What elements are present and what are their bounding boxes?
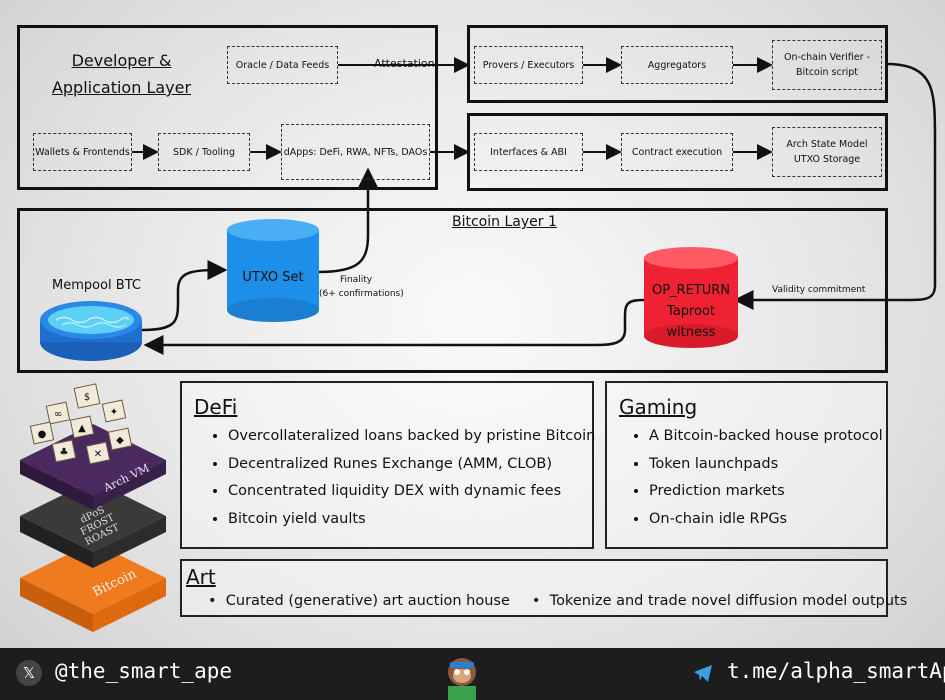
oracle-node: Oracle / Data Feeds — [227, 46, 338, 84]
defi-item: Concentrated liquidity DEX with dynamic … — [228, 478, 592, 506]
defi-item: Bitcoin yield vaults — [228, 506, 592, 534]
wallets-node: Wallets & Frontends — [33, 133, 132, 171]
svg-text:♣: ♣ — [60, 447, 69, 458]
contract-node: Contract execution — [621, 133, 733, 171]
bitcoin-layer-title: Bitcoin Layer 1 — [452, 214, 557, 230]
op-return-line2: Taproot — [666, 304, 716, 319]
x-logo-icon[interactable]: 𝕏 — [16, 660, 42, 686]
svg-text:✕: ✕ — [94, 449, 102, 460]
footer-bar: 𝕏 @the_smart_ape t.me/alpha_smartApe — [0, 648, 945, 700]
gaming-title: Gaming — [619, 395, 698, 419]
defi-panel: DeFi Overcollateralized loans backed by … — [180, 381, 595, 549]
validity-commitment-label: Validity commitment — [772, 285, 866, 295]
telegram-link[interactable]: t.me/alpha_smartApe — [727, 659, 945, 683]
svg-text:✦: ✦ — [110, 407, 118, 418]
execution-pipeline-box — [467, 113, 888, 191]
finality-sublabel: (6+ confirmations) — [319, 289, 404, 299]
gaming-item: Token launchpads — [649, 451, 886, 479]
gaming-panel: Gaming A Bitcoin-backed house protocol T… — [605, 381, 888, 549]
defi-item: Decentralized Runes Exchange (AMM, CLOB) — [228, 451, 592, 479]
dev-layer-box — [17, 25, 438, 190]
provers-node: Provers / Executors — [474, 46, 583, 84]
op-return-line3: witness — [666, 325, 716, 340]
gaming-item: On-chain idle RPGs — [649, 506, 886, 534]
art-bullet: • — [531, 593, 550, 609]
defi-item: Overcollateralized loans backed by prist… — [228, 423, 595, 451]
verifier-line1: On-chain Verifier - — [783, 52, 870, 63]
svg-text:●: ● — [38, 429, 47, 440]
gaming-item: A Bitcoin-backed house protocol — [649, 423, 886, 451]
verifier-line2: Bitcoin script — [795, 67, 859, 78]
verification-pipeline-box — [467, 25, 888, 103]
utxo-set-cylinder — [227, 219, 319, 322]
op-return-label: OP_RETURN Taproot witness — [643, 280, 739, 343]
svg-text:▲: ▲ — [78, 423, 86, 434]
dev-layer-title: Developer & Application Layer — [51, 51, 192, 97]
twitter-handle[interactable]: @the_smart_ape — [55, 659, 233, 683]
defi-title: DeFi — [194, 395, 238, 419]
op-return-line1: OP_RETURN — [651, 283, 731, 298]
defi-list: Overcollateralized loans backed by prist… — [194, 423, 595, 534]
dapps-node: dApps: DeFi, RWA, NFTs, DAOs — [281, 124, 430, 180]
verifier-node: On-chain Verifier - Bitcoin script — [772, 40, 882, 90]
finality-label: Finality — [340, 275, 373, 285]
utxo-set-label: UTXO Set — [242, 270, 304, 285]
state-line1: Arch State Model — [786, 139, 868, 150]
svg-text:$: $ — [84, 392, 90, 403]
mempool-pool-icon — [40, 301, 142, 361]
svg-text:∞: ∞ — [54, 409, 62, 420]
art-bullet: • — [208, 593, 226, 609]
aggregators-node: Aggregators — [621, 46, 733, 84]
gaming-item: Prediction markets — [649, 478, 886, 506]
interfaces-node: Interfaces & ABI — [474, 133, 583, 171]
op-return-cylinder — [644, 247, 738, 348]
art-item: Curated (generative) art auction house — [225, 593, 510, 609]
mempool-label: Mempool BTC — [52, 278, 141, 293]
bitcoin-layer-box — [17, 208, 888, 373]
art-item: Tokenize and trade novel diffusion model… — [549, 593, 908, 609]
state-node: Arch State Model UTXO Storage — [772, 127, 882, 177]
art-title: Art — [186, 565, 216, 589]
state-line2: UTXO Storage — [793, 154, 861, 165]
sdk-node: SDK / Tooling — [158, 133, 250, 171]
ape-mascot-icon — [448, 658, 476, 700]
art-list: • Curated (generative) art auction house… — [186, 590, 907, 612]
svg-text:◆: ◆ — [116, 435, 124, 446]
art-panel: Art • Curated (generative) art auction h… — [180, 559, 907, 617]
attestation-label: Attestation — [374, 57, 435, 70]
arch-stack-graphic: $ ∞ ✦ ● ▲ ◆ ♣ ✕ Arch VM dPoS FROST ROAST… — [20, 383, 166, 632]
gaming-list: A Bitcoin-backed house protocol Token la… — [619, 423, 886, 533]
telegram-icon[interactable] — [692, 662, 714, 684]
